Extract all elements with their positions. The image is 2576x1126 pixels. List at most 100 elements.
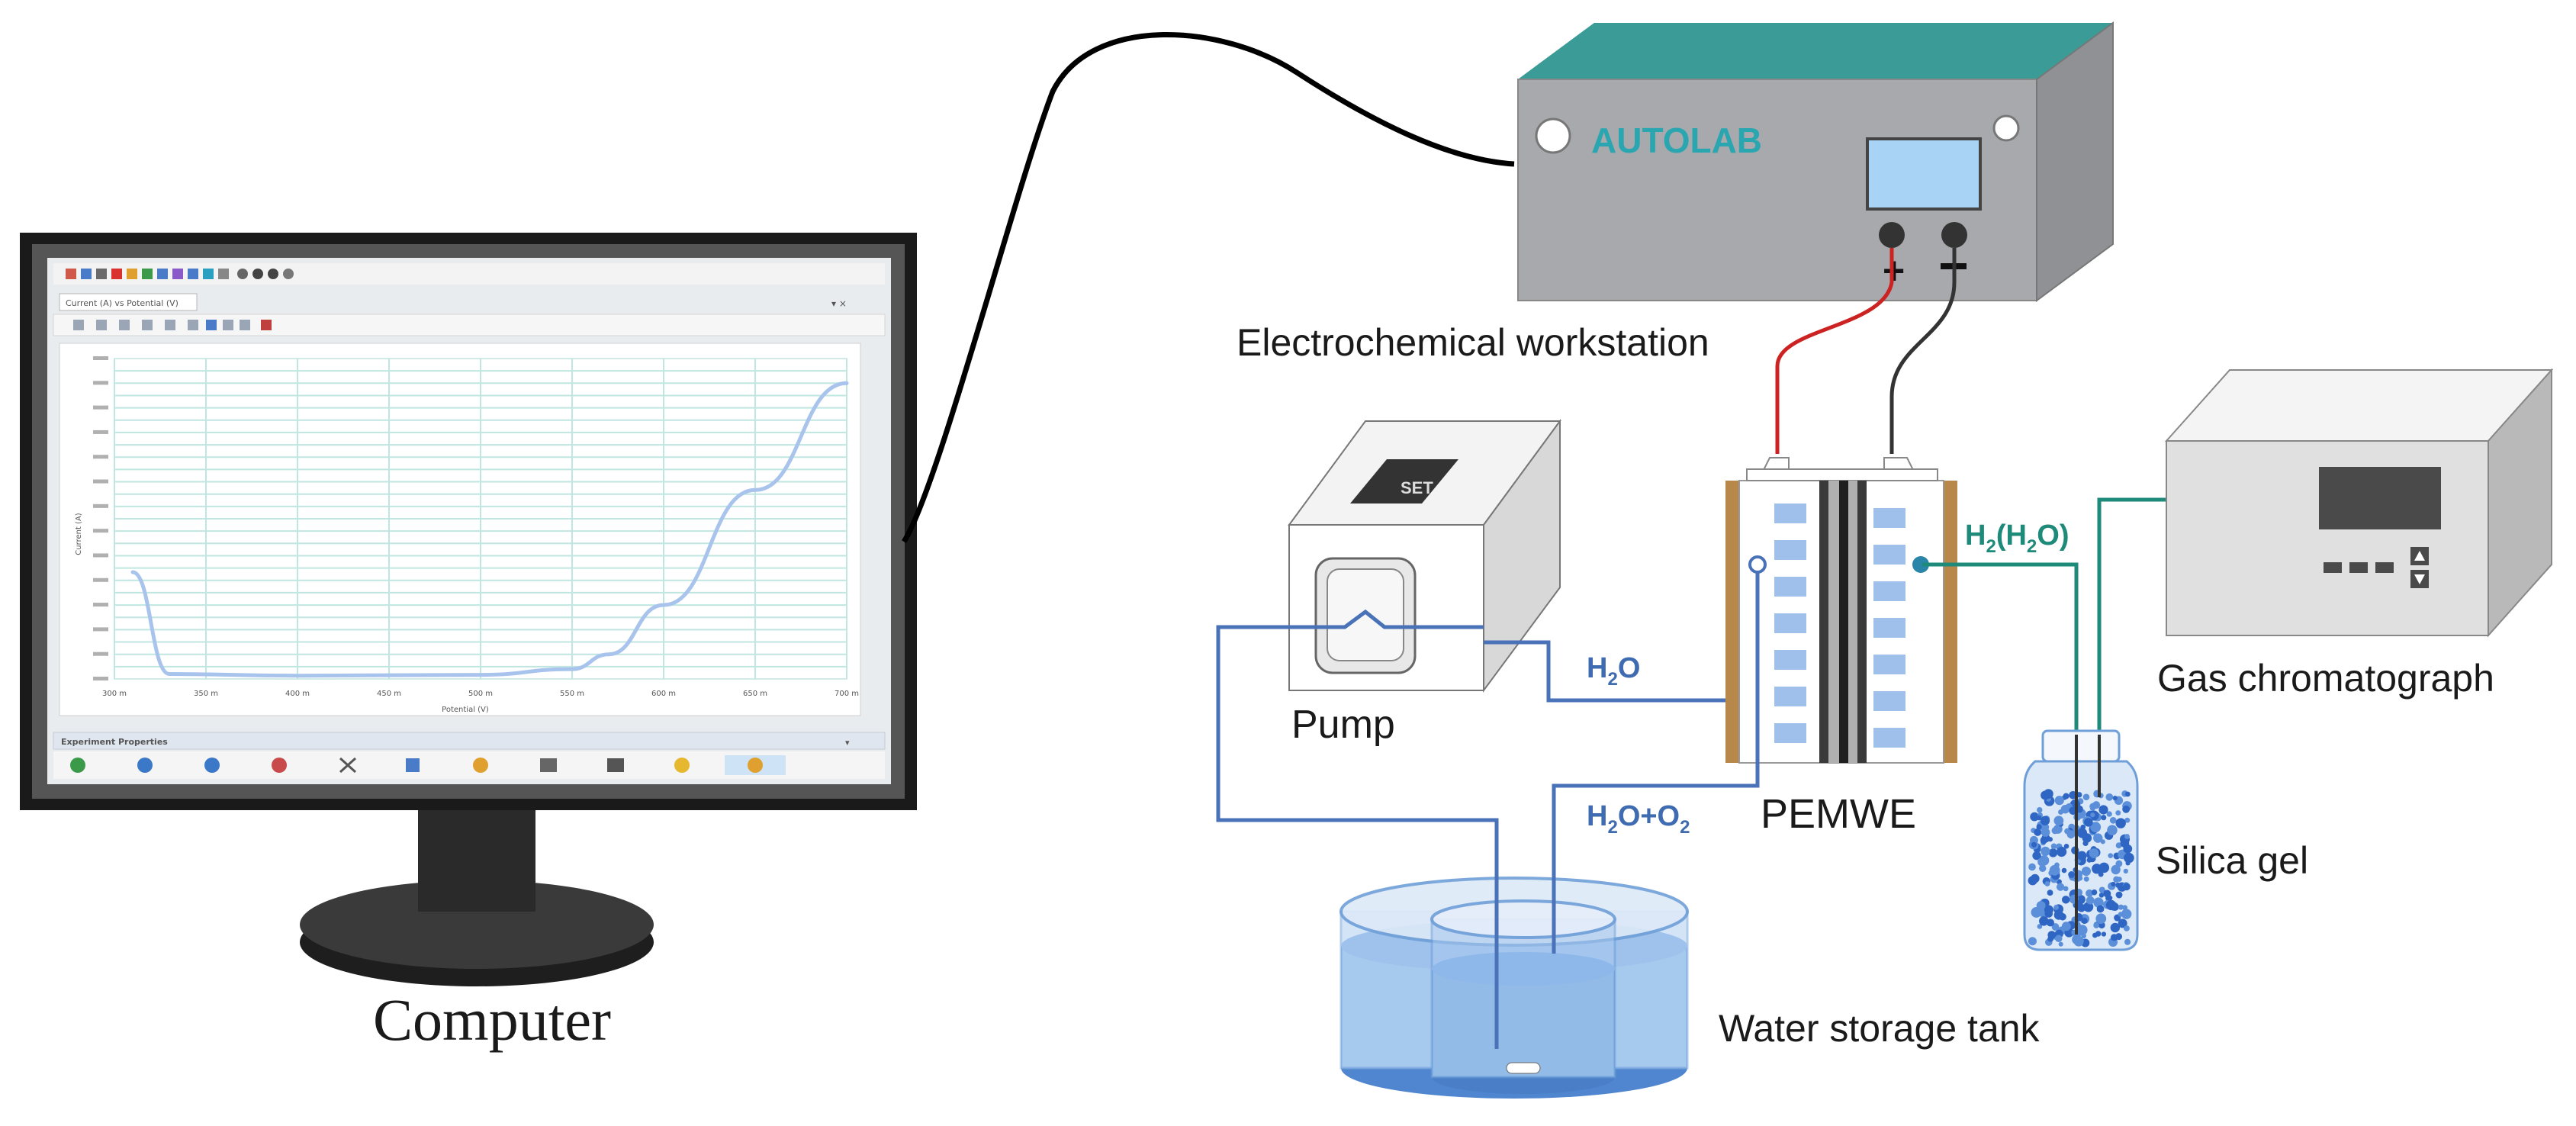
silica-bead [2083, 902, 2094, 912]
hydrogen-outlet-line [1922, 562, 2079, 735]
plot-toolbar-icon[interactable] [119, 320, 130, 330]
silica-bead [2096, 905, 2105, 913]
silica-bead [2028, 863, 2036, 871]
water-storage-tank: Water storage tank [1339, 877, 2041, 1099]
silica-bead [2111, 881, 2116, 887]
panel-icon[interactable] [204, 758, 220, 773]
x-tick-label: 450 m [377, 690, 401, 698]
toolbar-icon[interactable] [111, 269, 122, 279]
plot-y-ticks [93, 356, 108, 680]
silica-bead [2040, 816, 2050, 825]
silica-bead [2036, 901, 2046, 911]
plot-x-label: Potential (V) [442, 706, 489, 714]
terminal-positive[interactable] [1879, 222, 1905, 248]
silica-bead [2032, 851, 2041, 861]
plot-toolbar-icon[interactable] [206, 320, 217, 330]
plot-toolbar-icon[interactable] [223, 320, 233, 330]
toolbar-icon[interactable] [218, 269, 229, 279]
toolbar-icon[interactable] [157, 269, 168, 279]
flow-channel [1774, 613, 1806, 633]
silica-bead [2036, 824, 2042, 830]
panel-icon[interactable] [473, 758, 488, 773]
pemwe-cathode-port [1912, 556, 1929, 573]
panel-icon[interactable] [406, 758, 420, 772]
pump-outlet-pipe [1484, 640, 1725, 703]
y-tick-mark [93, 356, 108, 360]
y-tick-mark [93, 529, 108, 533]
silica-bead [2105, 793, 2114, 801]
gc-button-2[interactable] [2349, 562, 2368, 573]
flow-channel [1873, 508, 1905, 528]
cathode-flow-channels [1873, 508, 1905, 748]
silica-bead [2120, 838, 2130, 848]
toolbar-icon[interactable] [96, 269, 107, 279]
workstation-label: Electrochemical workstation [1237, 321, 1709, 364]
toolbar-icon[interactable] [127, 269, 137, 279]
panel-icon[interactable] [540, 758, 557, 772]
toolbar-icon[interactable] [283, 269, 294, 279]
plot-toolbar-icon[interactable] [73, 320, 84, 330]
gas-lines [1922, 497, 2166, 735]
x-tick-label: 550 m [560, 690, 584, 698]
silica-bead [2049, 864, 2060, 876]
plot-toolbar-icon[interactable] [261, 320, 272, 330]
plot-tab[interactable] [59, 293, 198, 311]
silica-bead [2034, 828, 2042, 836]
panel-icon[interactable] [607, 758, 624, 772]
toolbar-icon[interactable] [203, 269, 214, 279]
x-tick-label: 400 m [285, 690, 310, 698]
panel-collapse-icon[interactable]: ▾ [845, 738, 850, 748]
silica-bead [2066, 830, 2076, 838]
silica-bead [2103, 890, 2111, 898]
toolbar-icon[interactable] [188, 269, 198, 279]
plot-toolbar-icon[interactable] [240, 320, 250, 330]
plot-toolbar-icon[interactable] [96, 320, 107, 330]
panel-icon[interactable] [339, 757, 357, 774]
silica-bead [2086, 889, 2094, 897]
plot-toolbar-icon[interactable] [142, 320, 153, 330]
toolbar-icon[interactable] [237, 269, 248, 279]
pemwe-anode-port [1748, 555, 1767, 574]
silica-bead [2036, 815, 2042, 821]
y-tick-mark [93, 381, 108, 385]
silica-bead [2054, 796, 2064, 806]
y-tick-mark [93, 455, 108, 459]
silica-bead [2093, 897, 2104, 908]
plot-toolbar-icon[interactable] [188, 320, 198, 330]
experiment-properties-icons [70, 755, 786, 775]
panel-icon[interactable] [272, 758, 287, 773]
terminal-negative[interactable] [1941, 222, 1967, 248]
gc-button-3[interactable] [2375, 562, 2394, 573]
silica-bead [2101, 815, 2107, 821]
y-tick-mark [93, 429, 108, 434]
panel-icon[interactable] [137, 758, 153, 773]
toolbar-icon[interactable] [252, 269, 263, 279]
panel-icon[interactable] [748, 758, 763, 773]
silica-gel-bottle: Silica gel [2023, 729, 2308, 951]
silica-bead [2028, 876, 2037, 886]
toolbar-icon[interactable] [81, 269, 92, 279]
plot-toolbar-icon[interactable] [165, 320, 175, 330]
anode-electrode [1819, 481, 1828, 763]
positive-sign: + [1883, 249, 1905, 292]
silica-bead [2091, 889, 2098, 896]
panel-icon[interactable] [674, 758, 690, 773]
autolab-display [1866, 137, 1982, 211]
plot-tab-close[interactable]: ▾ × [831, 298, 847, 309]
data-cable [902, 31, 1515, 543]
toolbar-icon[interactable] [66, 269, 76, 279]
gc-button-1[interactable] [2324, 562, 2342, 573]
plot-toolbar-icons [73, 320, 272, 330]
x-tick-label: 650 m [743, 690, 767, 698]
autolab-power-button[interactable] [1535, 117, 1571, 154]
toolbar-icon[interactable] [172, 269, 183, 279]
toolbar-icon[interactable] [268, 269, 278, 279]
silica-bead [2093, 922, 2100, 928]
panel-icon[interactable] [70, 758, 85, 773]
electrochemical-workstation: AUTOLAB + Electrochemical workstation [1237, 21, 2114, 364]
silica-bead [2107, 825, 2118, 835]
silica-bead [2061, 867, 2067, 873]
silica-bead [2055, 935, 2063, 942]
silica-bead [2041, 790, 2050, 800]
toolbar-icon[interactable] [142, 269, 153, 279]
